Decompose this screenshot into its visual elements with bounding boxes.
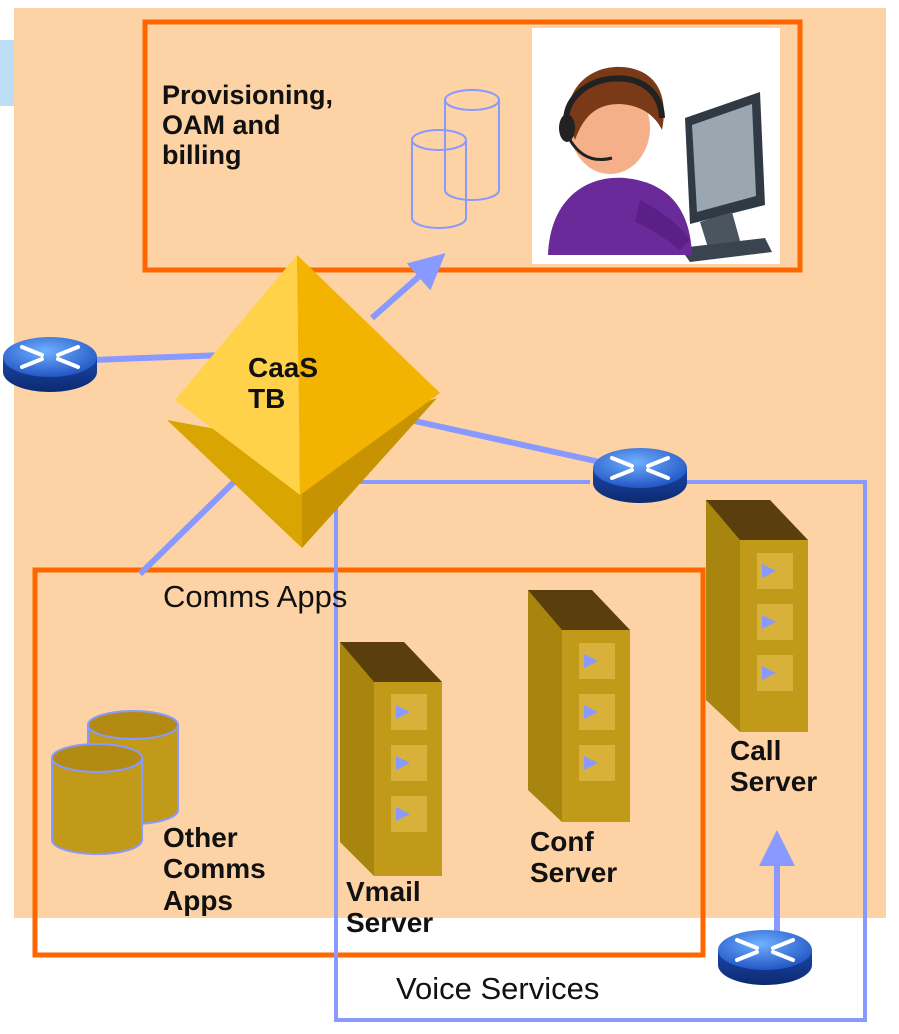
conf-server-label: Conf Server xyxy=(530,826,618,889)
provisioning-box xyxy=(142,19,803,273)
operator-icon xyxy=(548,66,772,262)
left-edge-strip xyxy=(0,40,14,106)
voice-services-box xyxy=(334,480,867,1022)
provisioning-label: Provisioning, OAM and billing xyxy=(162,80,334,171)
vmail-server-label: Vmail Server xyxy=(346,876,434,939)
comms-apps-label: Comms Apps xyxy=(163,579,348,614)
link-caas-router xyxy=(409,417,601,465)
conf-server-icon xyxy=(528,590,630,822)
router-icon xyxy=(593,448,687,503)
caas-tb-diamond xyxy=(167,255,440,548)
other-comms-database-icon xyxy=(51,710,179,855)
link-caas-comms xyxy=(137,477,239,577)
vmail-server-icon xyxy=(340,642,442,876)
call-server-label: Call Server xyxy=(730,735,818,798)
router-icon xyxy=(718,930,812,985)
other-comms-apps-label: Other Comms Apps xyxy=(163,822,266,916)
caas-tb-label: CaaS TB xyxy=(248,352,319,415)
comms-apps-box xyxy=(32,567,706,958)
voice-services-label: Voice Services xyxy=(396,971,600,1006)
provisioning-database-icon xyxy=(411,89,500,229)
router-icon xyxy=(3,337,97,392)
link-caas-provisioning xyxy=(370,253,446,321)
call-server-icon xyxy=(706,500,808,732)
link-router-caas xyxy=(91,352,226,363)
